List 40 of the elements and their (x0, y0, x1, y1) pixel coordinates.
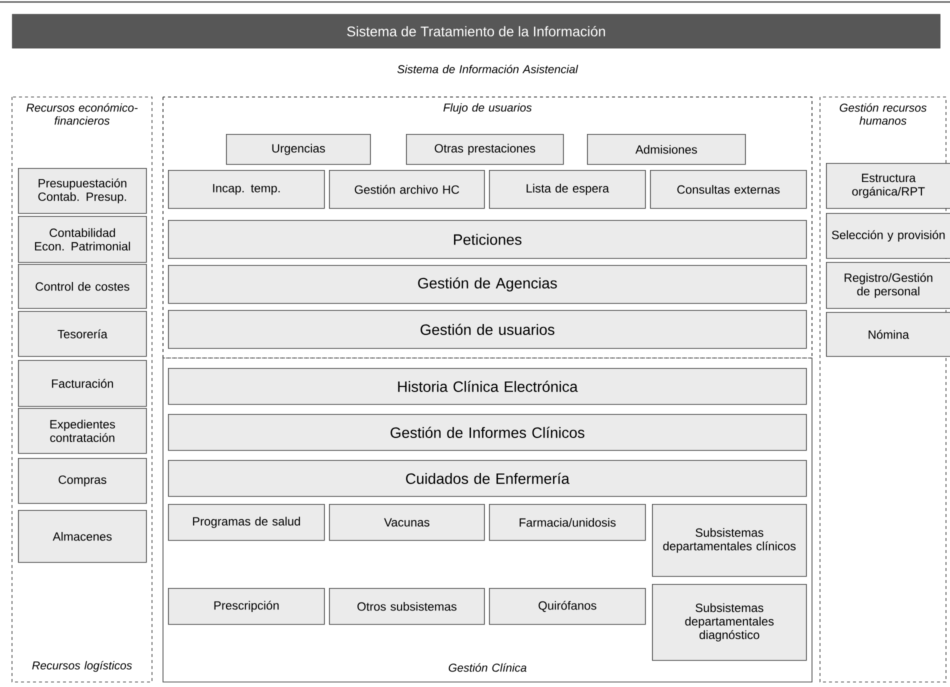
module-box: Nómina (826, 312, 950, 357)
module-box: Otras prestaciones (406, 134, 564, 165)
module-box: Gestión de Agencias (168, 265, 807, 304)
module-box: Quirófanos (489, 588, 646, 625)
module-box: Historia Clínica Electrónica (168, 368, 807, 405)
module-box: Prescripción (168, 588, 325, 625)
group-heading: Sistema de Información Asistencial (397, 64, 578, 74)
module-box: Cuidados de Enfermería (168, 460, 807, 497)
module-box: Subsistemas departamentales diagnóstico (652, 584, 807, 661)
module-box: Facturación (18, 360, 147, 407)
module-box: Vacunas (329, 504, 485, 541)
module-box: Gestión de usuarios (168, 310, 807, 349)
module-box: Consultas externas (650, 170, 807, 209)
module-box: Incap. temp. (168, 170, 325, 209)
module-box: Estructura orgánica/RPT (826, 163, 950, 209)
module-box: Presupuestación Contab. Presup. (18, 168, 147, 214)
module-box: Gestión archivo HC (329, 170, 485, 209)
module-box: Peticiones (168, 220, 807, 259)
module-box: Expedientes contratación (18, 408, 147, 454)
group-heading: Gestión recursos humanos (840, 103, 927, 125)
module-box: Urgencias (226, 134, 371, 165)
module-box: Programas de salud (168, 504, 325, 541)
module-box: Lista de espera (489, 170, 646, 209)
module-box: Otros subsistemas (329, 588, 485, 625)
module-box: Admisiones (587, 134, 746, 165)
module-box: Subsistemas departamentales clínicos (652, 504, 807, 577)
group-heading: Recursos logísticos (32, 660, 132, 672)
module-box: Gestión de Informes Clínicos (168, 414, 807, 451)
group-heading: Flujo de usuarios (443, 103, 532, 114)
module-box: Almacenes (18, 510, 147, 563)
module-box: Compras (18, 458, 147, 504)
group-heading: Gestión Clínica (448, 663, 526, 672)
module-box: Farmacia/unidosis (489, 504, 646, 541)
group-heading: Recursos económico-financieros (26, 103, 138, 125)
module-box: Contabilidad Econ. Patrimonial (18, 216, 147, 263)
title-band: Sistema de Tratamiento de la Información (12, 14, 940, 48)
module-box: Tesorería (18, 311, 147, 357)
module-box: Selección y provisión (826, 213, 950, 259)
module-box: Registro/Gestión de personal (826, 262, 950, 309)
module-box: Control de costes (18, 264, 147, 309)
